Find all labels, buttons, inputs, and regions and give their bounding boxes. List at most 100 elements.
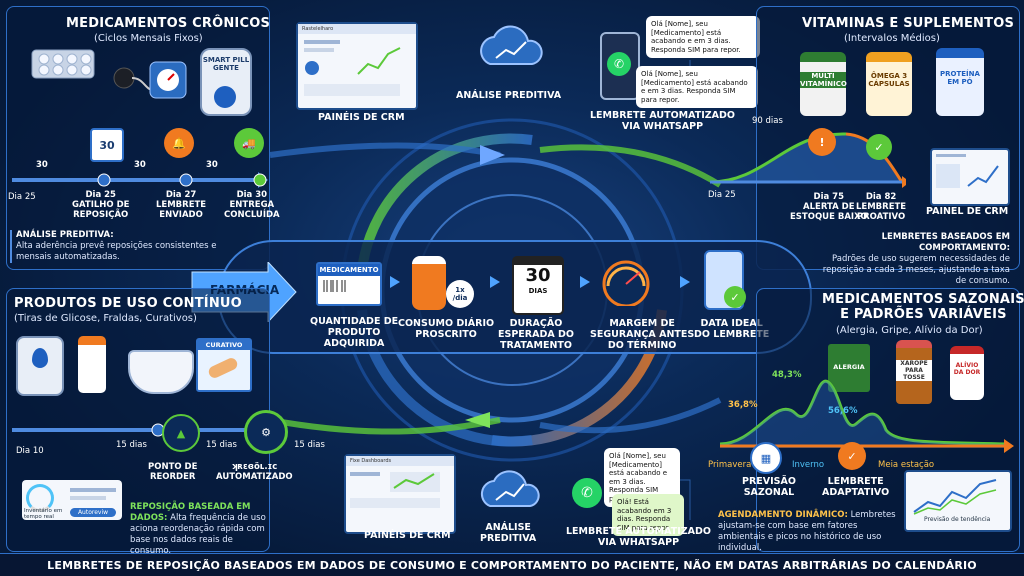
pain-relief-label: ALÍVIO DA DOR: [953, 362, 981, 376]
peak-label-2: 48,3%: [772, 370, 802, 380]
phone-notify-icon: ✓: [704, 250, 746, 310]
crm-chart-top: [304, 40, 401, 96]
top-left-step-2: Dia 27 LEMBRETE ENVIADO: [156, 190, 207, 220]
season-label-1: Primavera: [708, 460, 752, 470]
gauge-icon: [602, 260, 650, 306]
bottom-left-note-title: REPOSIÇÃO BASEADA EM DADOS:: [130, 502, 251, 523]
pain-relief-bottle: ALÍVIO DA DOR: [950, 346, 984, 400]
dose-label: 1x /dia: [452, 286, 468, 302]
trend-chart-label: Previsão de tendência: [924, 516, 991, 523]
crm-screen-title-top: Rastelelharo: [298, 24, 416, 34]
dose-badge: 1x /dia: [446, 280, 474, 308]
bottom-left-subtitle: (Tiras de Glicose, Fraldas, Curativos): [14, 313, 197, 324]
peak-label-1: 36,8%: [728, 400, 758, 410]
top-right-note: LEMBRETES BASEADOS EM COMPORTAMENTO: Pad…: [810, 232, 1010, 287]
whatsapp-label-bottom: LEMBRETE AUTOMATIZADO VIA WHATSAPP: [566, 526, 711, 548]
bottom-left-title: Produtos de Uso Contínuo: [14, 296, 242, 311]
top-left-note-title: ANÁLISE PREDITIVA:: [16, 230, 114, 240]
autoreview-button[interactable]: Autoreviw: [70, 508, 116, 517]
calendar-30-value: 30: [525, 265, 551, 286]
top-left-step-3: Dia 30 ENTREGA CONCLUÍDA: [224, 190, 280, 220]
multivitamin-bottle: MULTI VITAMÍNICO: [800, 52, 847, 116]
whatsapp-bubble-top-2: Olá [Nome], seu [Medicamento] está acaba…: [636, 66, 758, 108]
barcode-icon: [323, 280, 346, 292]
inventory-label: Inventário em tempo real: [24, 508, 63, 520]
bottom-right-title: Medicamentos Sazonais e Padrões Variávei…: [822, 292, 1024, 322]
cloud-analytics-icon-top: [480, 25, 543, 65]
top-right-days-90: 90 dias: [752, 116, 783, 126]
crm-screen-title-bottom: Fixe Dashboards: [346, 456, 454, 466]
autoreview-label: Autoreviw: [77, 509, 109, 516]
bottom-right-step-2: LEMBRETE ADAPTATIVO: [822, 476, 890, 498]
inventory-widget: Inventário em tempo real Autoreviw: [22, 480, 122, 520]
bottom-left-gap-1: 15 dias: [116, 440, 147, 450]
top-left-day-start: Dia 25: [8, 192, 36, 202]
bottom-left-gap-3: 15 dias: [294, 440, 325, 450]
whatsapp-phone-top: ✆: [600, 32, 640, 100]
trend-chart: [913, 479, 997, 515]
automation-gear-icon: ⚙: [244, 410, 288, 454]
whatsapp-bubble-bottom-2: Olá! Está acabando em 3 dias. Responda S…: [612, 494, 684, 536]
top-right-step-1: Dia 75 ALERTA DE ESTOQUE BAIXO: [790, 192, 868, 222]
top-left-note-body: Alta aderência prevê reposições consiste…: [16, 241, 217, 262]
top-right-crm-label: PAINEL DE CRM: [926, 206, 1009, 217]
center-step-2: CONSUMO DIÁRIO PROSCRITO: [398, 318, 495, 340]
allergy-box: ALERGIA: [828, 344, 870, 392]
inventory-gauge-icon: [26, 484, 54, 512]
cough-syrup-bottle: XAROPE PARA TOSSE: [896, 340, 932, 404]
crm-dashboard-screen-right: [930, 148, 1010, 206]
calendar-30-unit: DIAS: [528, 287, 548, 295]
bottom-left-note: REPOSIÇÃO BASEADA EM DADOS: Alta frequên…: [130, 502, 274, 557]
growth-chart-icon: ▲: [162, 414, 200, 452]
top-left-gap-2: 30: [134, 160, 146, 170]
pill-bottle-icon: [412, 256, 446, 310]
peak-label-3: 56,6%: [828, 406, 858, 416]
test-strips-icon: [78, 336, 106, 393]
center-step-5: DATA IDEAL DO LEMBRETE: [694, 318, 770, 340]
bandage-box-icon: CURATIVO: [196, 338, 252, 392]
top-right-note-title: LEMBRETES BASEADOS EM COMPORTAMENTO:: [881, 232, 1010, 253]
top-left-subtitle: (Ciclos Mensais Fixos): [94, 33, 203, 44]
top-left-title: Medicamentos Crônicos: [66, 16, 271, 31]
crm-label-bottom: PAINÉIS DE CRM: [364, 530, 451, 541]
check-icon: ✓: [724, 286, 746, 308]
delivery-truck-icon: 🚚: [234, 128, 264, 158]
bottom-right-note-title: AGENDAMENTO DINÂMICO:: [718, 510, 848, 520]
crm-chart-bottom: [350, 472, 440, 508]
bottom-left-step-1: PONTO DE REORDER: [148, 462, 198, 482]
diaper-icon: [128, 350, 194, 394]
whatsapp-label-top: LEMBRETE AUTOMATIZADO VIA WHATSAPP: [590, 110, 735, 132]
center-step-arrows: [390, 276, 690, 288]
allergy-label: ALERGIA: [833, 363, 865, 371]
top-right-step-2: Dia 82 LEMBRETE PROATIVO: [856, 192, 907, 222]
top-right-title: Vitaminas e Suplementos: [802, 16, 1015, 31]
footer-text: LEMBRETES DE REPOSIÇÃO BASEADOS EM DADOS…: [47, 558, 977, 572]
top-right-note-body: Padrões de uso sugerem necessidades de r…: [822, 254, 1010, 286]
top-left-step-1: Dia 25 GATILHO DE REPOSIÇÃO: [72, 190, 130, 220]
cloud-analytics-icon-bottom: [480, 470, 540, 507]
top-left-gap-1: 30: [36, 160, 48, 170]
cloud-label-bottom: ANÁLISE PREDITIVA: [480, 522, 537, 544]
bottom-right-note: AGENDAMENTO DINÂMICO: Lembretes ajustam-…: [718, 510, 898, 554]
adaptive-reminder-icon: ✓: [838, 442, 866, 470]
cloud-label-top: ANÁLISE PREDITIVA: [456, 90, 562, 101]
blood-pressure-monitor-icon: [113, 61, 187, 99]
calendar-check-icon: ✓: [866, 134, 892, 160]
season-label-2: Inverno: [792, 460, 825, 470]
protein-label: PROTEÍNA EM PÓ: [940, 70, 980, 86]
smart-pill-device-label: SMART PILL GENTE: [202, 56, 250, 72]
whatsapp-icon-top: ✆: [607, 52, 631, 76]
crm-dashboard-screen-top: Rastelelharo: [296, 22, 418, 110]
center-step-1: QUANTIDADE DE PRODUTO ADQUIRIDA: [310, 316, 399, 349]
bell-icon: 🔔: [164, 128, 194, 158]
season-label-3: Meia estação: [878, 460, 935, 470]
crm-label-top: PAINÉIS DE CRM: [318, 112, 405, 123]
crm-chart-right: [936, 154, 999, 188]
crm-dashboard-screen-bottom: Fixe Dashboards: [344, 454, 456, 534]
bottom-right-step-1: PREVISÃO SAZONAL: [742, 476, 796, 498]
medicine-box-label: MEDICAMENTO: [318, 264, 380, 276]
bottom-left-day-start: Dia 10: [16, 446, 44, 456]
medicine-box-icon: MEDICAMENTO: [316, 262, 382, 306]
glucose-meter-icon: [16, 336, 64, 396]
top-left-gap-3: 30: [206, 160, 218, 170]
